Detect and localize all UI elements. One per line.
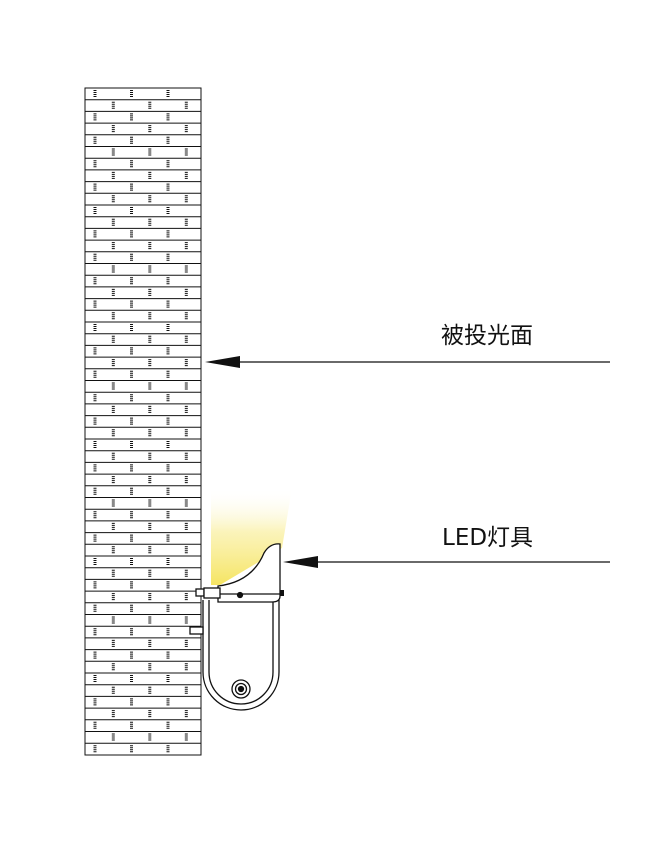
luminaire-head	[217, 543, 281, 603]
led-fixture-label: LED灯具	[442, 525, 534, 551]
wall-outline	[84, 87, 202, 756]
arrowhead-left-icon	[205, 356, 240, 368]
fixing-pin	[195, 588, 205, 597]
side-bolt	[280, 590, 284, 596]
light-beam	[211, 488, 292, 585]
illuminated-surface-label: 被投光面	[441, 323, 533, 349]
callout-surface	[205, 356, 610, 368]
head-screw	[236, 591, 244, 599]
mounting-bracket	[202, 600, 280, 711]
callout-fixture	[283, 556, 610, 568]
pivot-knob-core	[237, 685, 245, 693]
fixture-arm	[203, 587, 221, 599]
arrowhead-left-icon	[283, 556, 318, 568]
brick-wall-icon	[84, 87, 202, 756]
fixing-pin	[189, 626, 204, 635]
wall-washer-fixture-icon	[189, 543, 284, 711]
